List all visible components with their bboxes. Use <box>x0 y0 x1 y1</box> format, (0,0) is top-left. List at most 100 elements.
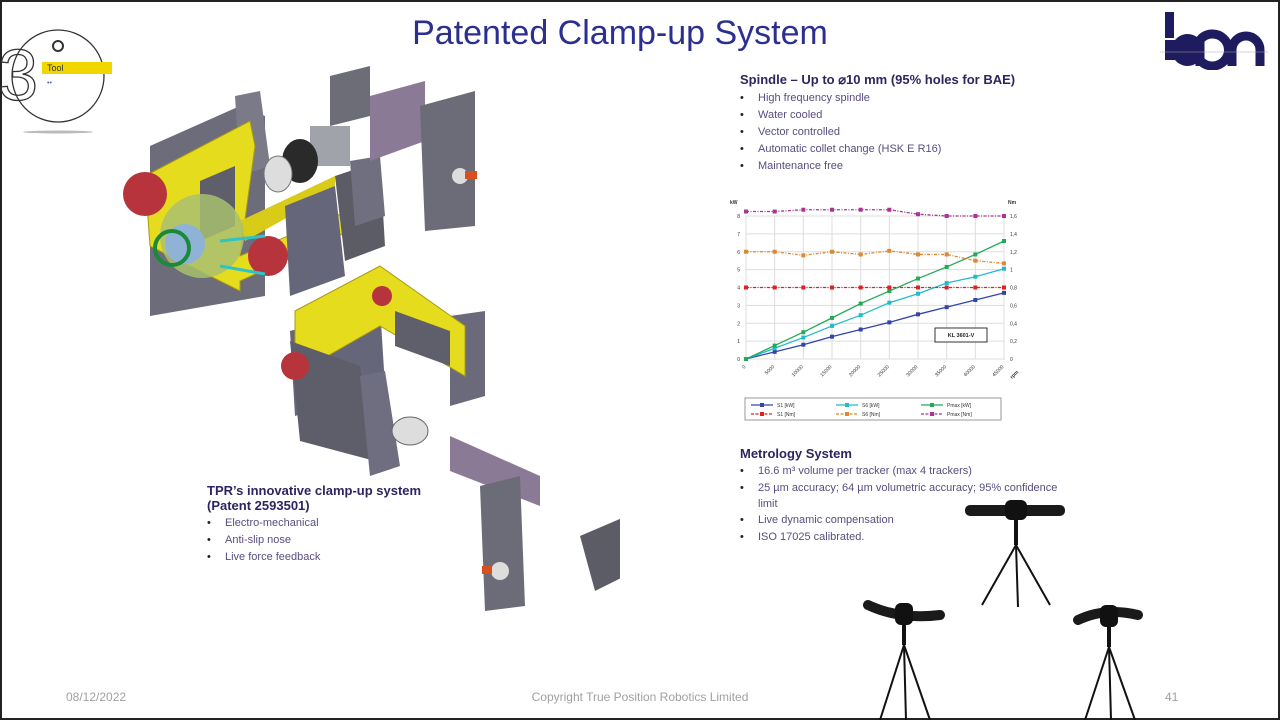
clamp-nose-modules <box>450 436 620 611</box>
series-line <box>745 292 1005 360</box>
x-tick-label: 10000 <box>791 364 805 378</box>
metrology-heading: Metrology System <box>740 446 852 461</box>
svg-text:3: 3 <box>0 36 38 116</box>
data-point <box>801 253 806 258</box>
legend-marker <box>760 412 764 416</box>
data-point <box>772 346 777 351</box>
legend-entry: S1 [Nm] <box>777 412 796 418</box>
data-point <box>887 300 892 305</box>
series-line <box>746 250 1005 265</box>
x-tick-label: 5000 <box>764 364 776 376</box>
clampup-section: TPR’s innovative clamp-up system (Patent… <box>207 483 421 566</box>
metrology-bullet: 25 µm accuracy; 64 µm volumetric accurac… <box>740 480 1070 512</box>
right-tick-label: 0,6 <box>1010 303 1017 309</box>
data-point <box>772 209 777 214</box>
right-tick-label: 0,2 <box>1010 339 1017 345</box>
right-tick-label: 0,4 <box>1010 321 1017 327</box>
data-point <box>944 285 949 290</box>
left-tick-label: 5 <box>737 268 740 274</box>
data-point <box>1002 261 1006 266</box>
laser-tracker-tripod <box>1073 605 1143 720</box>
x-tick-label: 15000 <box>819 364 833 378</box>
right-axis-label: Nm <box>1008 200 1017 206</box>
data-point <box>944 281 949 286</box>
left-tick-label: 0 <box>737 357 740 363</box>
right-tick-label: 1,6 <box>1010 214 1017 220</box>
laser-tracker-tripod <box>965 500 1065 608</box>
series-line <box>745 240 1005 360</box>
badge-label: Tool <box>47 63 64 73</box>
legend-entry: S6 [Nm] <box>862 412 881 418</box>
left-tick-label: 3 <box>737 303 740 309</box>
data-point <box>744 249 748 254</box>
x-tick-label: 35000 <box>934 364 948 378</box>
metrology-bullet: Live dynamic compensation <box>740 512 1070 529</box>
footer-date: 08/12/2022 <box>66 690 127 704</box>
legend-marker <box>845 412 849 416</box>
spindle-bullet: High frequency spindle <box>740 90 1015 107</box>
spindle-bullet: Vector controlled <box>740 124 1015 141</box>
data-point <box>858 301 863 306</box>
data-point <box>887 248 892 253</box>
x-tick-label: 30000 <box>905 364 919 378</box>
data-point <box>801 207 806 212</box>
data-point <box>801 330 806 335</box>
legend-marker <box>930 412 934 416</box>
tool-badge: 3 Tool •• <box>0 18 120 138</box>
legend-marker <box>760 403 764 407</box>
data-point <box>830 315 834 320</box>
data-point <box>744 285 748 290</box>
spindle-heading: Spindle – Up to ⌀10 mm (95% holes for BA… <box>740 72 1016 87</box>
data-point <box>973 214 978 218</box>
data-point <box>858 313 863 318</box>
data-point <box>801 342 806 347</box>
step-three-icon: 3 <box>0 29 112 134</box>
left-tick-label: 1 <box>737 339 740 345</box>
data-point <box>887 289 892 294</box>
right-tick-label: 0 <box>1010 357 1013 363</box>
data-point <box>858 207 863 212</box>
data-point <box>887 285 892 290</box>
left-tick-label: 4 <box>737 286 740 292</box>
data-point <box>801 285 806 290</box>
data-point <box>830 207 834 212</box>
data-point <box>916 285 920 290</box>
data-point <box>830 249 834 254</box>
left-tick-label: 7 <box>737 232 740 238</box>
x-tick-label: 25000 <box>877 364 891 378</box>
data-point <box>973 274 978 279</box>
data-point <box>973 298 978 303</box>
legend-entry: S6 [kW] <box>862 403 880 409</box>
data-point <box>744 209 748 214</box>
data-point <box>887 207 892 212</box>
spindle-bullet: Water cooled <box>740 107 1015 124</box>
data-point <box>858 252 863 257</box>
data-point <box>1002 266 1006 271</box>
data-point <box>801 335 806 340</box>
legend-entry: S1 [kW] <box>777 403 795 409</box>
data-point <box>916 312 920 317</box>
data-point <box>916 276 920 281</box>
tpr-logo <box>1160 10 1270 75</box>
data-point <box>916 212 920 217</box>
data-point <box>887 320 892 325</box>
data-point <box>744 357 748 361</box>
metrology-bullet: 16.6 m³ volume per tracker (max 4 tracke… <box>740 463 1070 480</box>
right-tick-label: 1,2 <box>1010 250 1017 256</box>
data-point <box>772 285 777 290</box>
data-point <box>772 343 777 348</box>
left-axis-label: kW <box>730 200 738 206</box>
clampup-heading: TPR’s innovative clamp-up system <box>207 483 422 498</box>
left-tick-label: 8 <box>737 214 740 220</box>
clamp-up-cad-illustration <box>123 66 620 611</box>
data-point <box>916 291 920 296</box>
spindle-section: Spindle – Up to ⌀10 mm (95% holes for BA… <box>740 72 1015 175</box>
badge-sub: •• <box>47 80 52 87</box>
data-point <box>1002 285 1006 290</box>
legend-marker <box>930 403 934 407</box>
series-line <box>746 209 1004 217</box>
legend-marker <box>845 403 849 407</box>
legend-entry: Pmax [Nm] <box>947 412 972 418</box>
data-point <box>944 305 949 310</box>
x-tick-label: 20000 <box>848 364 862 378</box>
